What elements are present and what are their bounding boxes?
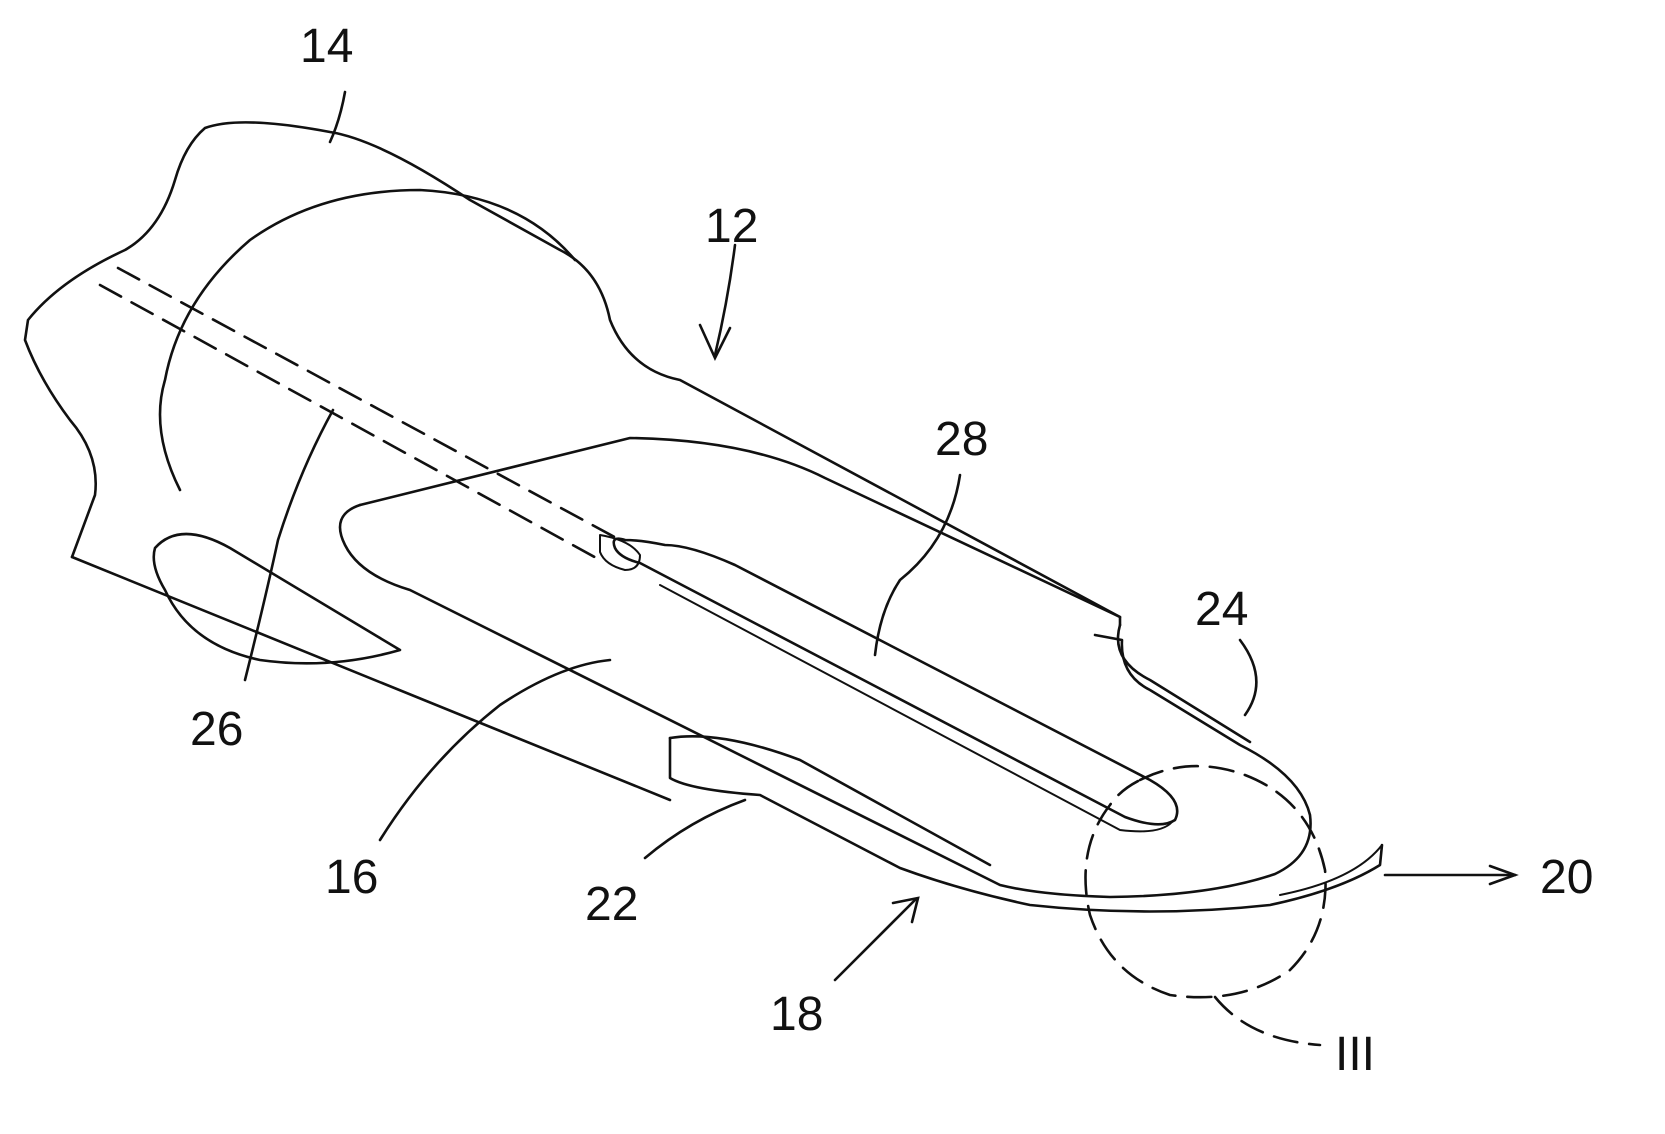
label-iii: III xyxy=(1335,1028,1375,1081)
label-14: 14 xyxy=(300,20,353,73)
detail-circle-iii xyxy=(1086,766,1326,997)
label-28: 28 xyxy=(935,413,988,466)
label-24: 24 xyxy=(1195,583,1248,636)
label-16: 16 xyxy=(325,851,378,904)
leader-26 xyxy=(245,410,333,680)
leader-18 xyxy=(835,900,915,980)
label-12: 12 xyxy=(705,200,758,253)
label-26: 26 xyxy=(190,703,243,756)
lower-rear-bulge xyxy=(154,534,400,663)
label-18: 18 xyxy=(770,988,823,1041)
rear-dome xyxy=(160,190,575,490)
leader-24 xyxy=(1240,640,1256,715)
leader-iii xyxy=(1215,997,1320,1045)
label-22: 22 xyxy=(585,878,638,931)
base-plate-18 xyxy=(670,736,1382,911)
leader-22 xyxy=(645,800,745,858)
dashed-channel-26 xyxy=(100,268,640,570)
label-20: 20 xyxy=(1540,851,1593,904)
leader-28 xyxy=(875,475,960,655)
leader-16 xyxy=(380,660,610,840)
